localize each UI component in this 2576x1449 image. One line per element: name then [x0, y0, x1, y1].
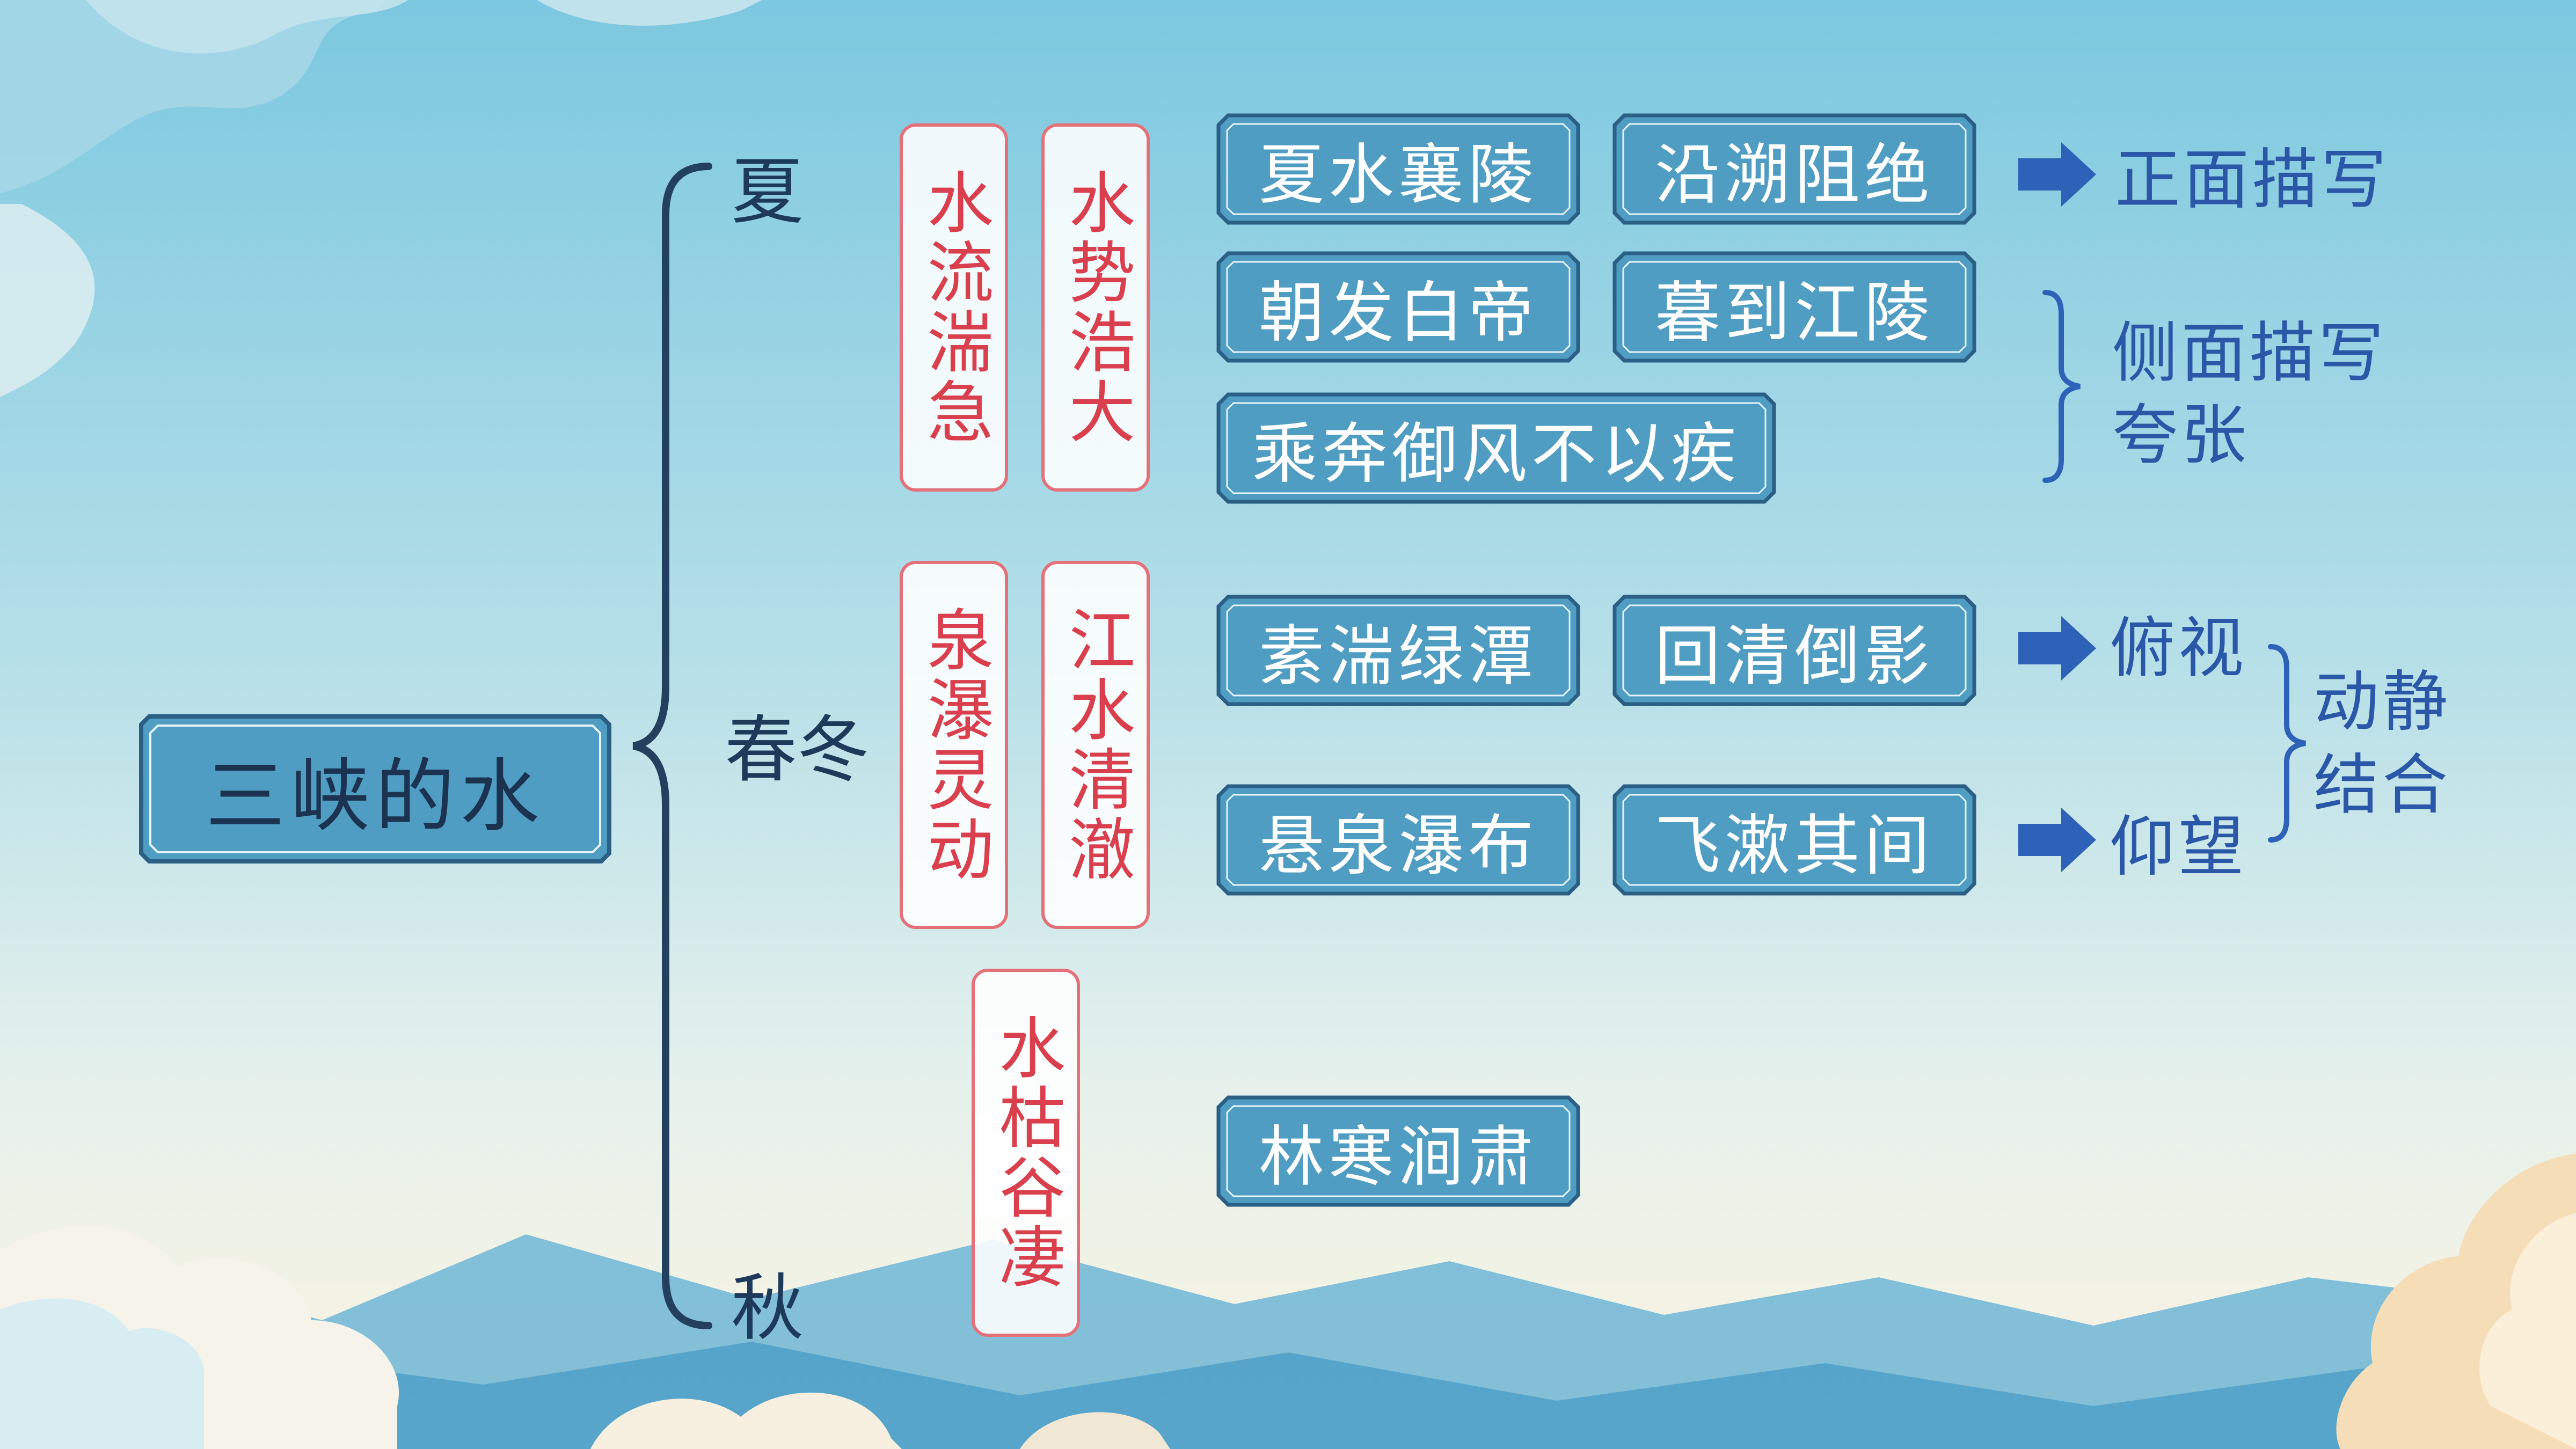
phrase-9: 飞漱其间 — [1655, 807, 1934, 884]
phrase-frame — [1216, 113, 1580, 225]
phrase-frame-inner — [1622, 794, 1967, 886]
feature-autumn: 水枯谷凄 — [972, 969, 1080, 1337]
phrase-frame-inner — [1226, 794, 1571, 886]
arrow-icon — [2018, 616, 2096, 680]
arrow-icon — [2018, 808, 2096, 872]
phrase-6: 素湍绿潭 — [1259, 618, 1538, 694]
right-brace — [2268, 644, 2306, 843]
phrase-frame — [1216, 595, 1580, 706]
season-autumn: 秋 — [731, 1266, 804, 1350]
phrase-frame-inner — [1226, 1105, 1571, 1197]
note-front-description: 正面描写 — [2115, 142, 2390, 218]
phrase-5: 乘奔御风不以疾 — [1252, 415, 1741, 492]
phrase-frame — [1216, 1095, 1580, 1207]
arrow-icon — [2018, 142, 2096, 207]
note-dynamic-static-2: 结合 — [2314, 747, 2451, 823]
phrase-frame — [1216, 784, 1580, 896]
note-look-up: 仰望 — [2110, 809, 2247, 885]
right-brace — [2042, 290, 2081, 483]
season-spring-winter: 春冬 — [725, 708, 870, 792]
phrase-frame-inner — [1622, 261, 1967, 353]
phrase-2: 沿溯阻绝 — [1655, 136, 1934, 213]
phrase-frame-inner — [1226, 604, 1571, 697]
phrase-frame — [1612, 251, 1976, 363]
phrase-frame — [1612, 113, 1976, 225]
season-summer: 夏 — [731, 150, 804, 234]
phrase-frame — [1612, 784, 1976, 896]
phrase-frame-inner — [1622, 123, 1967, 215]
phrase-frame-inner — [1622, 604, 1967, 697]
phrase-1: 夏水襄陵 — [1259, 136, 1538, 213]
phrase-frame — [1216, 392, 1776, 504]
phrase-3: 朝发白帝 — [1259, 274, 1538, 351]
note-dynamic-static-1: 动静 — [2314, 664, 2451, 740]
phrase-7: 回清倒影 — [1655, 618, 1934, 694]
note-exaggeration: 夸张 — [2112, 397, 2250, 473]
left-brace — [632, 163, 712, 1329]
phrase-frame-inner — [1226, 123, 1571, 215]
phrase-4: 暮到江陵 — [1655, 274, 1934, 351]
phrase-frame-inner — [1226, 261, 1571, 353]
phrase-frame — [1612, 595, 1976, 706]
main-topic-frame — [139, 714, 611, 863]
feature-spring-winter-2: 江水清澈 — [1041, 561, 1150, 929]
phrase-frame-inner — [1226, 402, 1767, 494]
phrase-frame — [1216, 251, 1580, 363]
phrase-8: 悬泉瀑布 — [1259, 807, 1538, 884]
feature-spring-winter-1: 泉瀑灵动 — [900, 561, 1008, 929]
note-look-down: 俯视 — [2110, 610, 2247, 686]
main-topic: 三峡的水 — [206, 750, 545, 843]
phrase-10: 林寒涧肃 — [1259, 1118, 1538, 1195]
note-side-description: 侧面描写 — [2112, 315, 2387, 391]
feature-summer-2: 水势浩大 — [1041, 123, 1150, 492]
feature-summer-1: 水流湍急 — [900, 123, 1008, 492]
